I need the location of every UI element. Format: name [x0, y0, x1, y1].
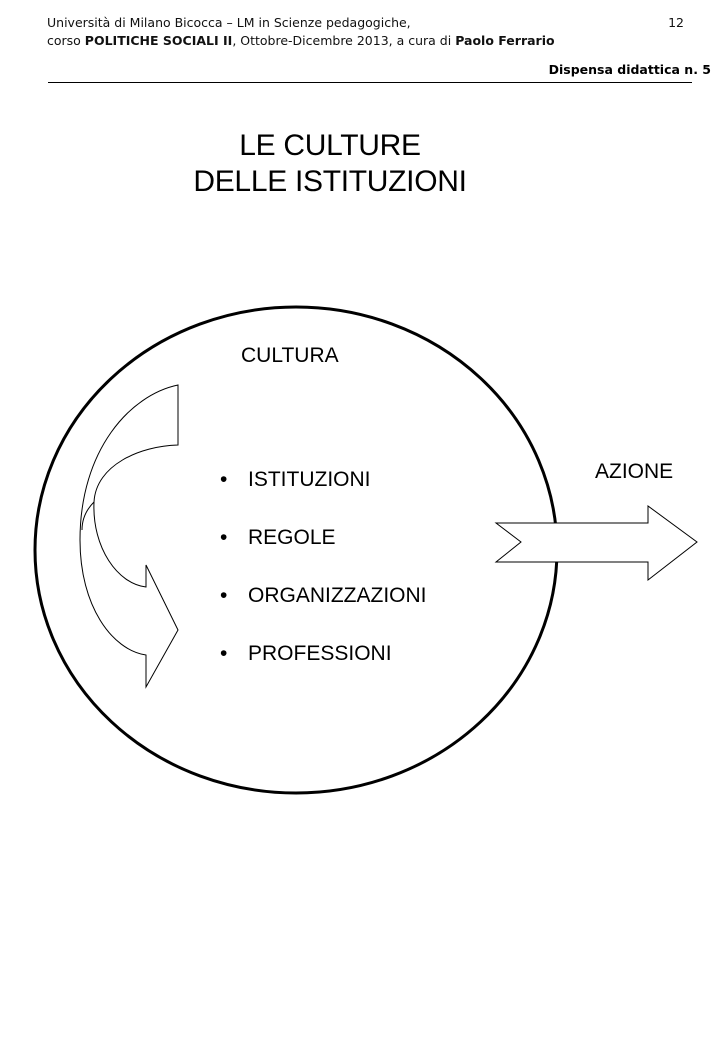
curved-arrow-inner-line: [81, 501, 95, 531]
bullet: •: [220, 584, 228, 607]
institution-list: • ISTITUZIONI • REGOLE • ORGANIZZAZIONI • PR…: [220, 465, 427, 697]
list-item-label: ISTITUZIONI: [248, 468, 371, 491]
header-course-period: , Ottobre-Dicembre 2013, a cura di: [232, 33, 456, 48]
bullet: •: [220, 468, 228, 491]
page-title: LE CULTURE DELLE ISTITUZIONI: [130, 128, 530, 200]
page-number: 12: [668, 15, 684, 30]
list-item-label: ORGANIZZAZIONI: [248, 584, 427, 607]
header-course-prefix: corso: [47, 33, 85, 48]
dispensa-label: Dispensa didattica n. 5: [548, 62, 711, 77]
header-course-name: POLITICHE SOCIALI II: [84, 33, 233, 48]
list-item: • REGOLE: [220, 523, 427, 581]
action-arrow-icon: [494, 505, 698, 582]
header-rule: [48, 82, 692, 83]
bullet: •: [220, 526, 228, 549]
cultura-label: CULTURA: [241, 344, 339, 367]
header-course-line: corso POLITICHE SOCIALI II, Ottobre-Dice…: [47, 32, 684, 50]
title-line-2: DELLE ISTITUZIONI: [193, 165, 467, 198]
header-author: Paolo Ferrario: [455, 33, 555, 48]
title-line-1: LE CULTURE: [239, 129, 421, 162]
curved-arrow-icon: [79, 384, 179, 689]
list-item: • PROFESSIONI: [220, 639, 427, 697]
list-item-label: REGOLE: [248, 526, 336, 549]
page-header: Università di Milano Bicocca – LM in Sci…: [47, 14, 684, 50]
list-item: • ORGANIZZAZIONI: [220, 581, 427, 639]
azione-label: AZIONE: [595, 460, 674, 483]
header-institution: Università di Milano Bicocca – LM in Sci…: [47, 15, 411, 30]
bullet: •: [220, 642, 228, 665]
list-item: • ISTITUZIONI: [220, 465, 427, 523]
list-item-label: PROFESSIONI: [248, 642, 392, 665]
